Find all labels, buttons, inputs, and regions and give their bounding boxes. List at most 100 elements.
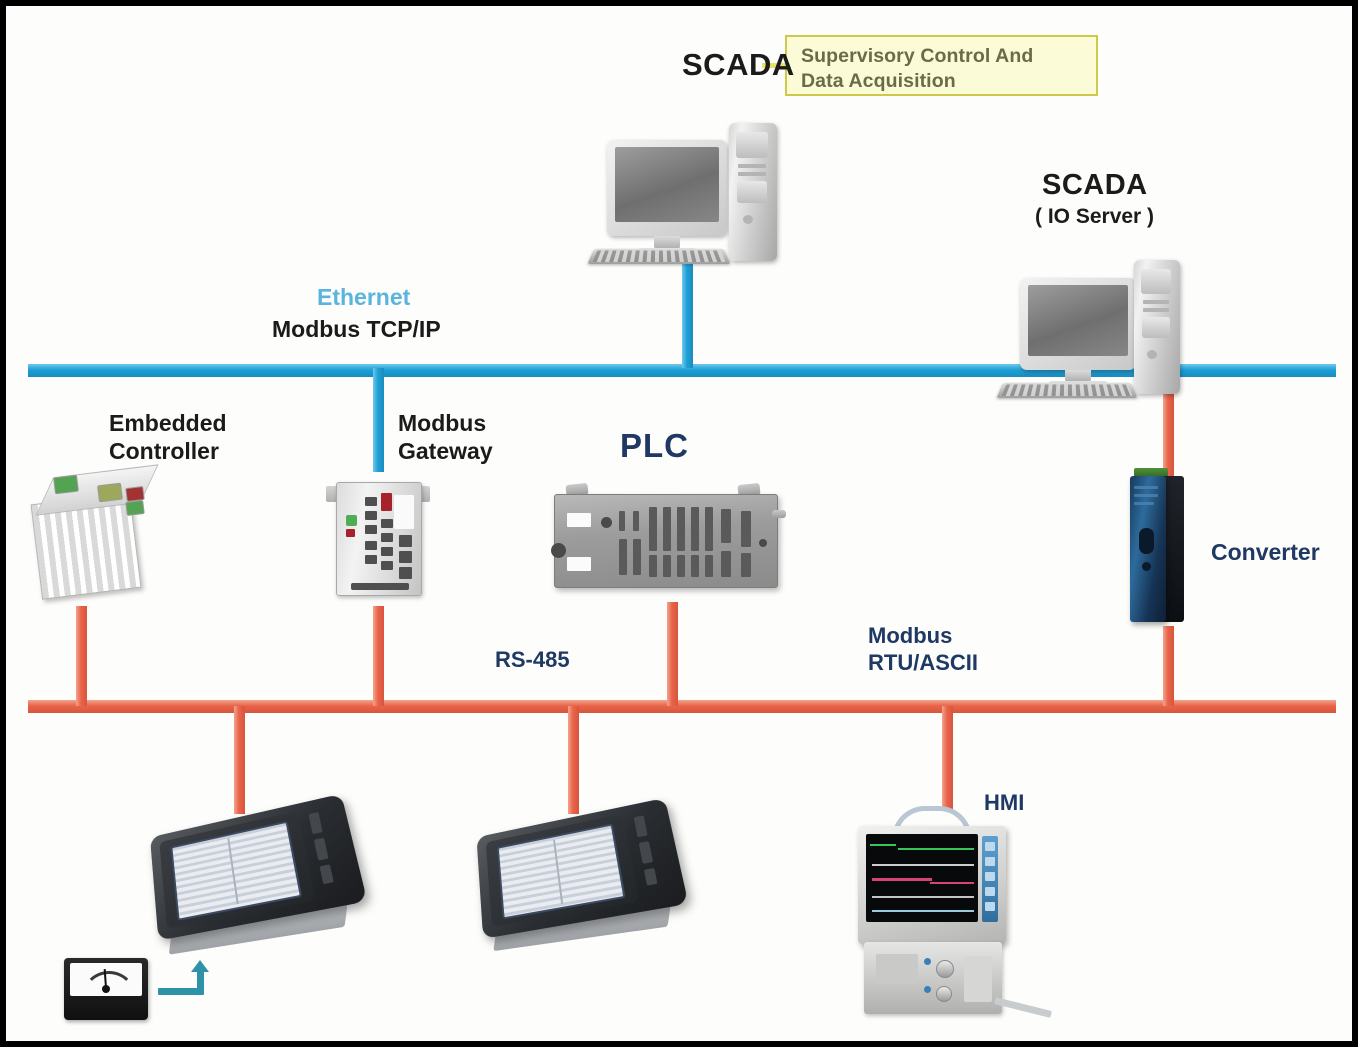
modbus-gateway-device — [324, 472, 434, 612]
hmi-device — [834, 804, 1054, 1034]
hmi-side-button-strip[interactable] — [982, 836, 998, 922]
keyboard[interactable] — [587, 248, 731, 265]
panel-pc-2-device — [458, 791, 708, 981]
terminal — [365, 541, 377, 550]
module-label-top — [567, 513, 591, 527]
scada-io-server-subtitle: ( IO Server ) — [1035, 205, 1155, 228]
flow-arrow-shaft — [158, 988, 204, 995]
monitor-screen — [615, 147, 719, 222]
scada-callout-box: Supervisory Control And Data Acquisition — [785, 35, 1098, 96]
status-led-yellow — [97, 482, 123, 503]
waveform-trace-magenta — [930, 882, 974, 884]
embedded-controller-label: Embedded Controller — [109, 410, 227, 465]
meter-dial — [70, 963, 142, 996]
monitor-screen — [1028, 285, 1128, 356]
monitor-stand — [1065, 370, 1091, 383]
scada-callout-text: Supervisory Control And Data Acquisition — [801, 45, 1034, 92]
ethernet-bus-line — [28, 364, 1336, 377]
waveform-trace-magenta — [872, 878, 932, 881]
ethernet-drop-scada — [682, 264, 693, 368]
tower-panel — [737, 181, 767, 203]
modbus-rtu-ascii-label: Modbus RTU/ASCII — [868, 623, 978, 675]
rs485-drop-embedded-controller — [76, 606, 87, 706]
pc-tower — [729, 123, 777, 261]
modbus-gateway-label: Modbus Gateway — [398, 410, 493, 465]
tower-slot — [738, 172, 766, 176]
hmi-side-button[interactable] — [985, 902, 995, 911]
plc-backplane — [551, 494, 778, 588]
scada-workstation-device — [581, 118, 781, 270]
terminal — [399, 535, 412, 547]
rs485-drop-converter — [1163, 626, 1174, 706]
rs485-drop-panel-pc-2 — [568, 706, 579, 814]
hmi-side-button[interactable] — [985, 857, 995, 866]
panel-pc-button[interactable] — [633, 815, 648, 838]
hmi-side-button[interactable] — [985, 887, 995, 896]
converter-port — [1139, 528, 1154, 554]
plc-label: PLC — [620, 427, 689, 464]
red-indicator-strip — [381, 493, 392, 511]
bottom-connector — [351, 583, 409, 590]
hmi-base-unit — [864, 942, 1002, 1014]
flow-arrow-stem — [197, 970, 204, 994]
plc-device — [542, 482, 792, 610]
converter-side-shadow — [1162, 476, 1184, 622]
rack-tab-right — [772, 510, 786, 518]
terminal — [381, 519, 393, 528]
converter-device — [1116, 468, 1196, 638]
status-led-green — [53, 474, 79, 495]
hmi-panel — [964, 956, 992, 1002]
panel-pc-button[interactable] — [643, 867, 658, 886]
terminal — [365, 525, 377, 534]
converter-label: Converter — [1211, 539, 1320, 565]
hmi-side-button[interactable] — [985, 872, 995, 881]
converter-led-strip — [1134, 502, 1154, 505]
converter-led-strip — [1134, 494, 1158, 497]
scada-io-server-device — [984, 252, 1184, 404]
waveform-trace-cyan — [872, 910, 974, 912]
indicator — [759, 539, 767, 547]
label-plate — [394, 495, 414, 529]
waveform-trace-white — [872, 864, 974, 866]
panel-pc-1-device — [131, 787, 383, 981]
terminal — [381, 547, 393, 556]
embedded-controller-device — [22, 462, 162, 612]
hmi-module-slot — [876, 954, 918, 984]
hmi-side-button[interactable] — [985, 842, 995, 851]
hmi-led — [924, 958, 931, 965]
side-port — [551, 543, 566, 558]
panel-pc-button[interactable] — [319, 864, 334, 885]
rs485-link-io-server-converter — [1163, 392, 1174, 478]
terminal — [399, 567, 412, 579]
tower-drive-bay — [736, 132, 768, 158]
rs485-label: RS-485 — [495, 647, 570, 672]
panel-pc-button[interactable] — [308, 812, 323, 835]
hmi-knob[interactable] — [936, 960, 954, 978]
meter-hub — [102, 985, 110, 993]
tower-power-button[interactable] — [1147, 350, 1157, 359]
tower-drive-bay — [1141, 269, 1171, 294]
screen-divider — [553, 839, 564, 905]
converter-indicator — [1142, 562, 1151, 571]
panel-pc-button[interactable] — [638, 841, 654, 864]
modbus-tcpip-label: Modbus TCP/IP — [272, 316, 441, 342]
hmi-knob[interactable] — [936, 986, 952, 1002]
tower-slot — [738, 164, 766, 168]
terminal — [381, 561, 393, 570]
tower-power-button[interactable] — [743, 215, 753, 224]
tower-slot — [1143, 308, 1169, 312]
waveform-trace-green — [898, 848, 974, 850]
terminal — [399, 551, 412, 563]
keyboard[interactable] — [996, 382, 1138, 399]
rotary-knob[interactable] — [601, 517, 612, 528]
hmi-screen[interactable] — [866, 834, 978, 922]
terminal — [365, 555, 377, 564]
screen-divider — [227, 838, 239, 905]
hmi-display-case — [858, 826, 1006, 944]
terminal — [381, 533, 393, 542]
analog-panel-meter-device — [64, 958, 224, 1024]
converter-led-strip — [1134, 486, 1158, 489]
terminal — [365, 497, 377, 506]
meter-scale-arc — [82, 971, 136, 996]
panel-pc-button[interactable] — [313, 837, 329, 861]
